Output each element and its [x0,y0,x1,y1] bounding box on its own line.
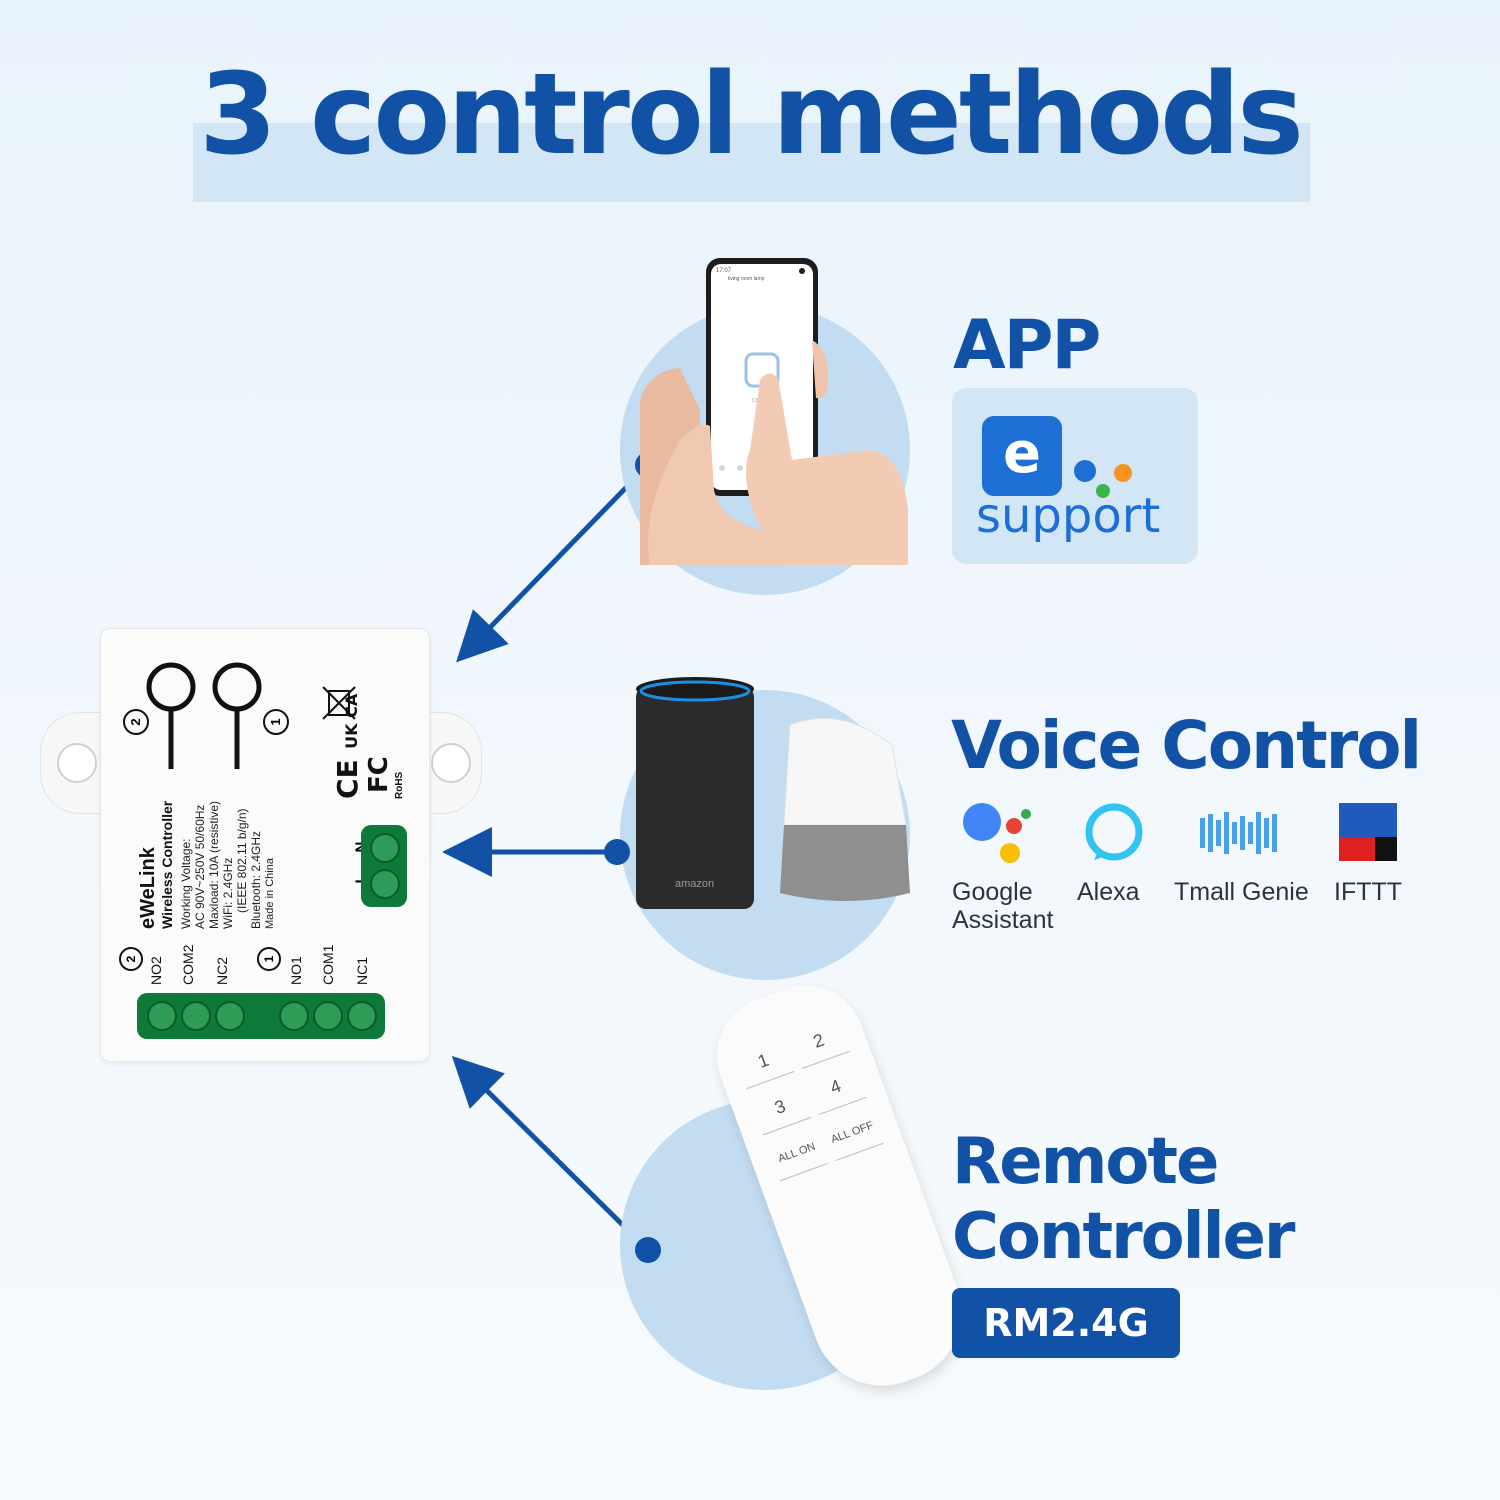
power-terminal-block [361,825,407,907]
remote-heading-line1: Remote [952,1125,1219,1199]
voice-heading: Voice Control [951,707,1422,784]
assistant-label-alexa: Alexa [1077,878,1140,906]
fcc-mark: FC [364,756,394,793]
esupport-logo-word: support [976,488,1161,544]
screw-icon [347,1001,377,1031]
screw-icon [147,1001,177,1031]
terminal-label: NC1 [354,956,370,985]
controller-brand: eWeLink [137,847,159,929]
alexa-icon [1085,803,1143,861]
terminal-label: COM2 [180,944,196,985]
rohs-mark: RoHS [394,771,405,799]
speaker-brand: amazon [675,878,714,890]
ifttt-icon [1339,803,1397,861]
app-heading: APP [953,306,1101,385]
phone-device-name: living room lamp [728,276,765,282]
wireless-controller-module: eWeLink Wireless Controller Working Volt… [100,628,430,1062]
esupport-logo-card: e support [952,388,1198,564]
controller-product: Wireless Controller [159,800,175,929]
amazon-echo-speaker: amazon [636,677,754,909]
smart-speakers-illustration: amazon [636,677,910,909]
relay-number-2-bottom: 2 [119,947,143,971]
spec-line: AC 90V~250V 50/60Hz [193,804,207,929]
remote-model-badge: RM2.4G [952,1288,1180,1358]
page-title: 3 control methods [199,50,1304,180]
logo-dot-orange [1114,464,1132,482]
relay-keyhole-symbols [146,662,262,769]
remote-button-all-off[interactable]: ALL OFF [821,1105,884,1162]
certification-marks: CE UK CA FC RoHS [331,649,421,799]
voice-connector-dot [604,839,630,865]
terminal-label: NO2 [148,956,164,985]
terminal-label: COM1 [320,944,336,985]
screw-icon [370,869,400,899]
relay-number-1-bottom: 1 [257,947,281,971]
phone-in-hand-illustration: 17:07 living room lamp Channel [640,258,908,565]
remote-button-3[interactable]: 3 [749,1079,812,1136]
spec-line: Made in China [264,858,276,929]
screw-icon [370,833,400,863]
screw-icon [279,1001,309,1031]
assistant-label-google: Google Assistant [952,878,1054,934]
tmall-genie-icon [1200,812,1277,854]
relay-number-2-marker: 2 [123,709,149,735]
phone-time: 17:07 [716,268,732,274]
spec-line: Working Voltage: [179,838,193,930]
screw-icon [313,1001,343,1031]
arrow-remote-to-controller [451,1055,650,1252]
title-band [193,123,1310,202]
remote-connector-dot [635,1237,661,1263]
remote-button-all-on[interactable]: ALL ON [765,1125,828,1182]
arrow-app-to-controller [456,463,650,663]
screw-icon [215,1001,245,1031]
remote-button-4[interactable]: 4 [804,1059,867,1116]
relay-terminal-block [137,993,385,1039]
spec-line: WiFi: 2.4GHz [221,857,235,929]
terminal-label: NO1 [288,956,304,985]
spec-line: Bluetooth: 2.4GHz [249,830,263,929]
weee-bin-icon [322,686,356,720]
screw-icon [181,1001,211,1031]
relay1-terminal-labels-3: NC1 [345,905,435,985]
remote-buttons: 1 2 3 4 ALL ON ALL OFF [732,1013,884,1182]
remote-button-2[interactable]: 2 [787,1013,850,1070]
remote-heading-line2: Controller [952,1200,1295,1274]
google-assistant-icon [963,803,1031,863]
terminal-label: NC2 [214,956,230,985]
logo-dot-blue [1074,460,1096,482]
ce-mark: CE [331,759,364,799]
spec-line: Maxload: 10A (resistive) [207,800,221,929]
logo-dot-green [1096,484,1110,498]
assistant-label-ifttt: IFTTT [1334,878,1403,906]
google-home-speaker [780,717,910,901]
spec-line: (IEEE 802.11 b/g/n) [235,808,249,913]
esupport-logo-letter: e [1003,421,1041,486]
relay-number-1-marker: 1 [263,709,289,735]
remote-button-1[interactable]: 1 [732,1033,795,1090]
esupport-logo-icon: e [982,416,1062,496]
assistant-label-tmall: Tmall Genie [1174,878,1309,906]
